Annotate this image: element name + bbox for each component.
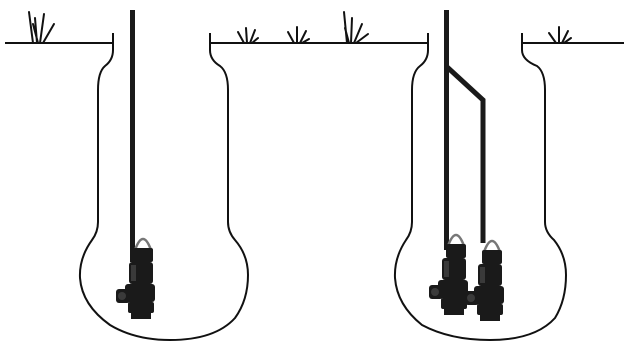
submersible-pump xyxy=(465,239,504,321)
grass-tuft-icon xyxy=(548,26,572,44)
sump-pit-wall xyxy=(393,33,568,342)
pump-handle xyxy=(133,237,153,251)
grass-tuft-icon xyxy=(28,11,55,44)
sump-pit-wall xyxy=(78,33,250,342)
discharge-pipe xyxy=(130,10,135,262)
single-pump-sump xyxy=(5,10,428,342)
twin-pump-sump xyxy=(393,10,624,342)
grass-tuft-icon xyxy=(287,26,310,44)
discharge-pipe-branch xyxy=(444,64,486,243)
grass-tuft-icon xyxy=(237,27,259,44)
grass-tuft-icon xyxy=(343,11,369,44)
discharge-pipe xyxy=(444,10,449,250)
submersible-pump xyxy=(116,237,155,319)
submersible-pump xyxy=(429,233,468,315)
